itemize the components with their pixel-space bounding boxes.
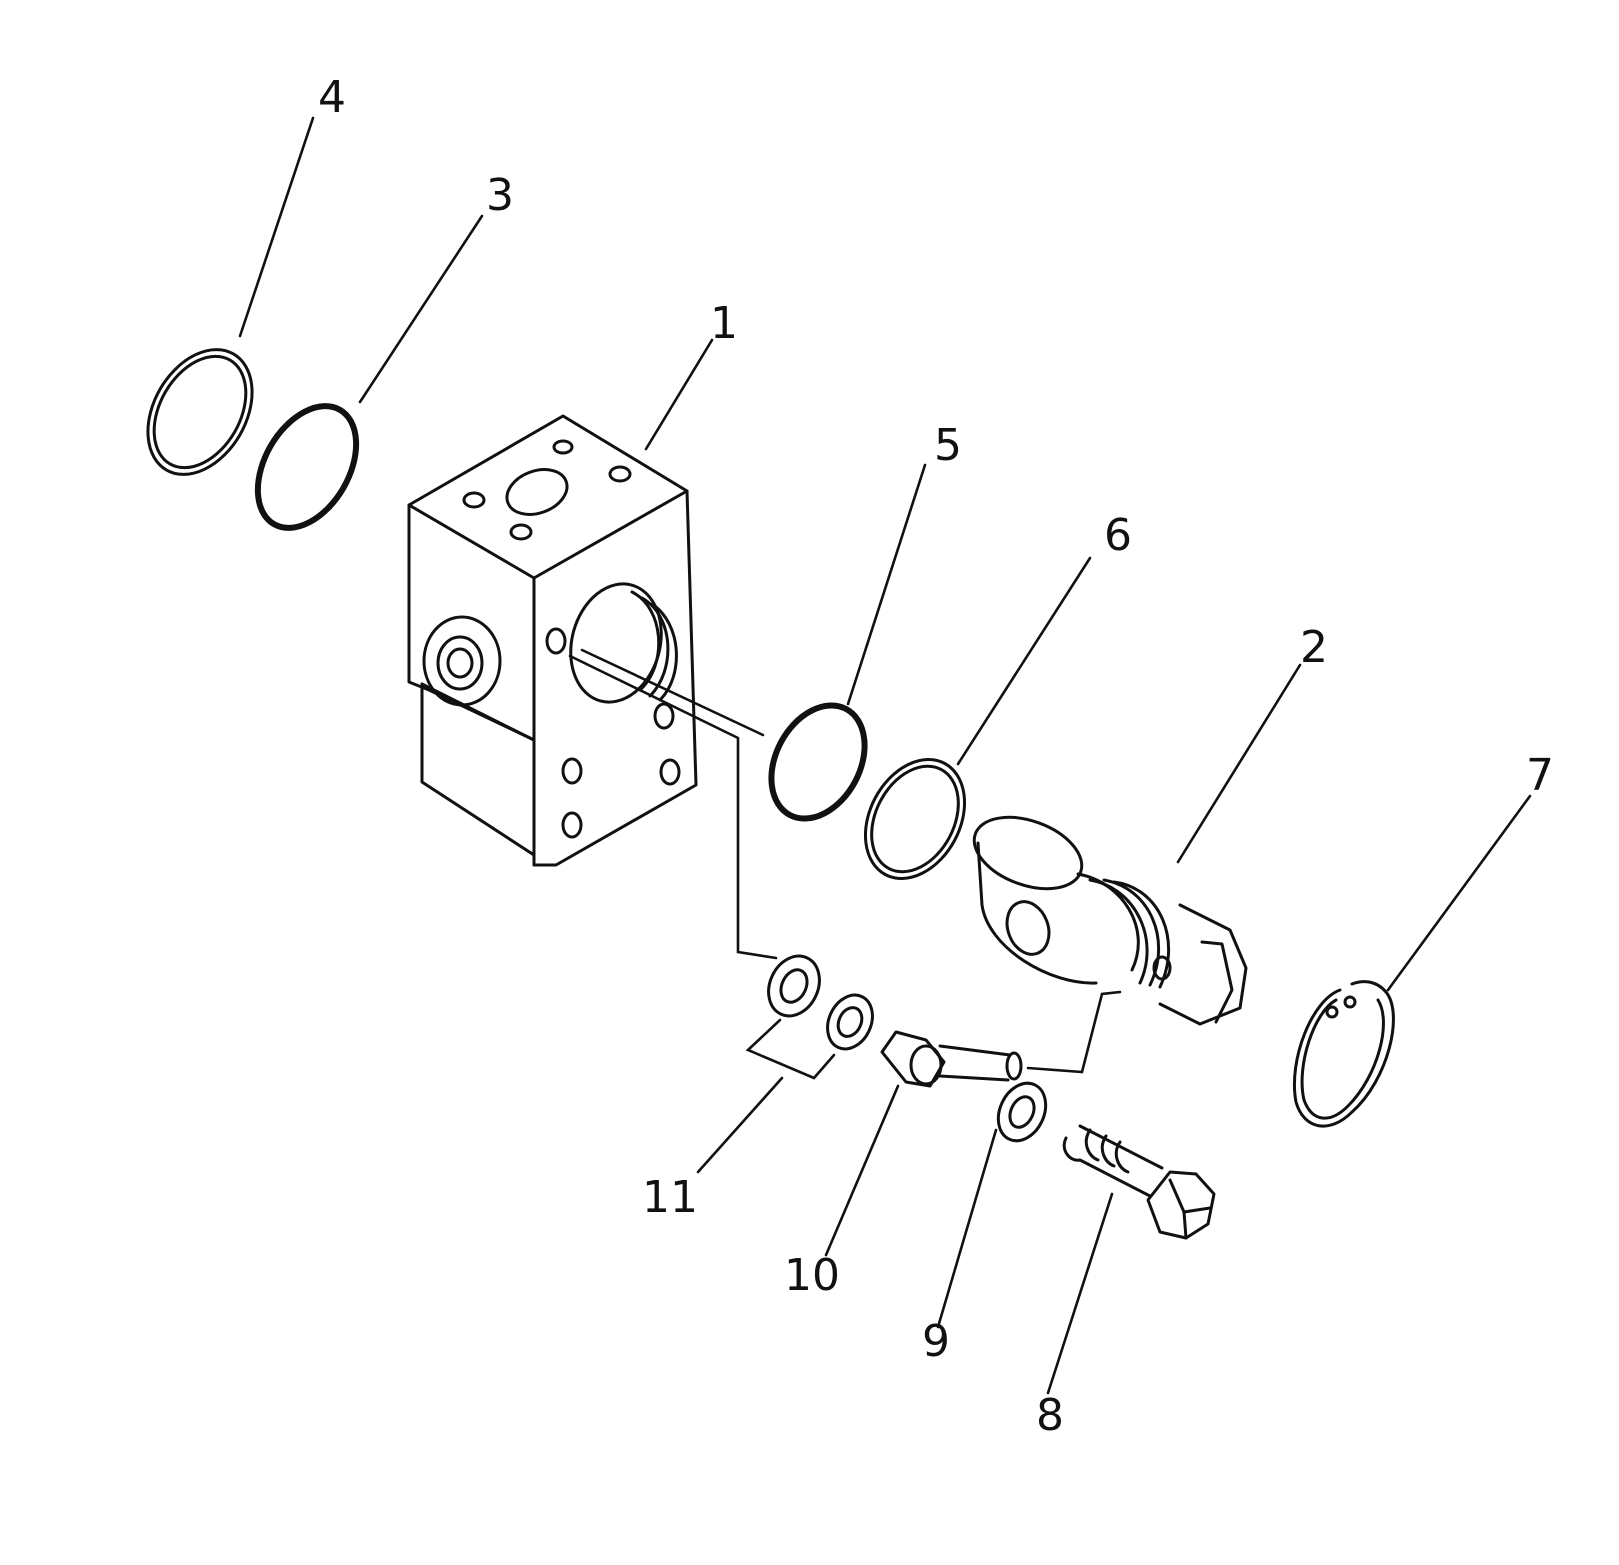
part-7-snap-ring: [1293, 980, 1395, 1128]
part-10-fitting: [880, 990, 1122, 1088]
callout-11: 11: [642, 1172, 698, 1223]
part-8-bolt: [1062, 1124, 1216, 1240]
callout-10: 10: [784, 1250, 840, 1301]
callout-7: 7: [1526, 750, 1554, 801]
leader-lines: [238, 116, 1532, 1395]
part-6-ring: [863, 757, 967, 881]
part-9-washer: [996, 1081, 1048, 1143]
callout-5: 5: [934, 420, 962, 471]
part-4-ring: [146, 348, 254, 476]
callout-3: 3: [486, 170, 514, 221]
callout-9: 9: [922, 1316, 950, 1367]
part-3-o-ring: [254, 403, 360, 531]
callout-8: 8: [1036, 1390, 1064, 1441]
callout-labels: 1 2 3 4 5 6 7 8 9 10 11: [318, 72, 1554, 1441]
part-1-valve-block: [407, 414, 778, 960]
callout-6: 6: [1104, 510, 1132, 561]
part-5-o-ring: [768, 702, 868, 822]
part-2-spool: [972, 815, 1248, 1026]
callout-1: 1: [710, 298, 738, 349]
callout-2: 2: [1300, 622, 1328, 673]
part-11-washers: [745, 954, 874, 1080]
callout-4: 4: [318, 72, 346, 123]
